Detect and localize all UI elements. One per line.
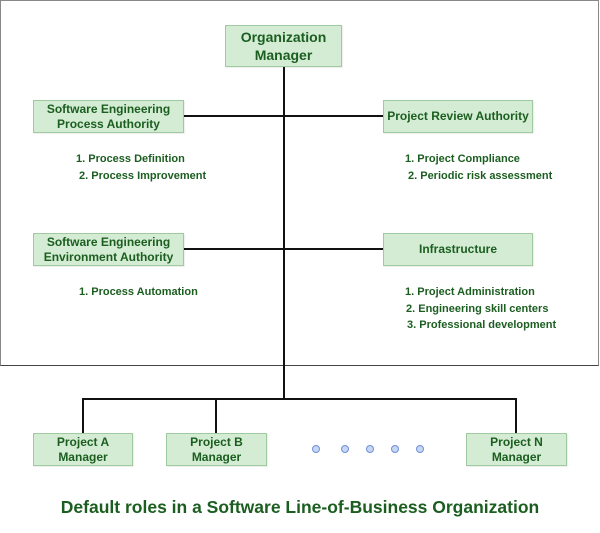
list-item: 2. Periodic risk assessment: [408, 169, 553, 182]
infrastructure-list: 1. Project Administration 2. Engineering…: [405, 284, 556, 334]
project-n-manager-label: Project N Manager: [490, 434, 543, 464]
ellipsis-dot: [391, 445, 399, 453]
process-authority-list: 1. Process Definition 2. Process Improve…: [76, 151, 206, 184]
project-a-manager-label: Project A Manager: [56, 434, 110, 464]
project-b-manager-box: Project B Manager: [166, 433, 267, 466]
project-review-authority-label: Project Review Authority: [387, 109, 529, 123]
list-item: 2. Engineering skill centers: [406, 302, 549, 315]
infrastructure-box: Infrastructure: [383, 233, 533, 266]
connector-left-1: [184, 115, 284, 117]
project-bus-line: [82, 398, 517, 400]
drop-line-b: [215, 398, 217, 433]
list-item: 1. Project Administration: [405, 286, 535, 298]
connector-left-2: [184, 248, 284, 250]
project-review-authority-list: 1. Project Compliance 2. Periodic risk a…: [405, 151, 552, 184]
project-n-manager-box: Project N Manager: [466, 433, 567, 466]
project-review-authority-box: Project Review Authority: [383, 100, 533, 133]
trunk-line: [283, 66, 285, 400]
drop-line-n: [515, 398, 517, 433]
list-item: 1. Project Compliance: [405, 153, 520, 165]
process-authority-box: Software Engineering Process Authority: [33, 100, 184, 133]
org-frame: [0, 0, 599, 366]
process-authority-label: Software Engineering Process Authority: [46, 101, 171, 131]
organization-manager-label: Organization Manager: [240, 29, 327, 63]
list-item: 1. Process Definition: [76, 153, 185, 165]
list-item: 2. Process Improvement: [79, 169, 207, 182]
connector-right-1: [284, 115, 384, 117]
ellipsis-dot: [366, 445, 374, 453]
environment-authority-label: Software Engineering Environment Authori…: [43, 234, 174, 264]
list-item: 1. Process Automation: [79, 286, 198, 298]
connector-right-2: [284, 248, 384, 250]
project-b-manager-label: Project B Manager: [190, 434, 243, 464]
organization-manager-box: Organization Manager: [225, 25, 342, 67]
environment-authority-box: Software Engineering Environment Authori…: [33, 233, 184, 266]
diagram-caption: Default roles in a Software Line-of-Busi…: [60, 497, 540, 517]
ellipsis-dot: [416, 445, 424, 453]
environment-authority-list: 1. Process Automation: [79, 284, 198, 301]
ellipsis-dot: [341, 445, 349, 453]
infrastructure-label: Infrastructure: [418, 242, 498, 256]
ellipsis-dot: [312, 445, 320, 453]
list-item: 3. Professional development: [407, 319, 557, 331]
project-a-manager-box: Project A Manager: [33, 433, 133, 466]
drop-line-a: [82, 398, 84, 433]
